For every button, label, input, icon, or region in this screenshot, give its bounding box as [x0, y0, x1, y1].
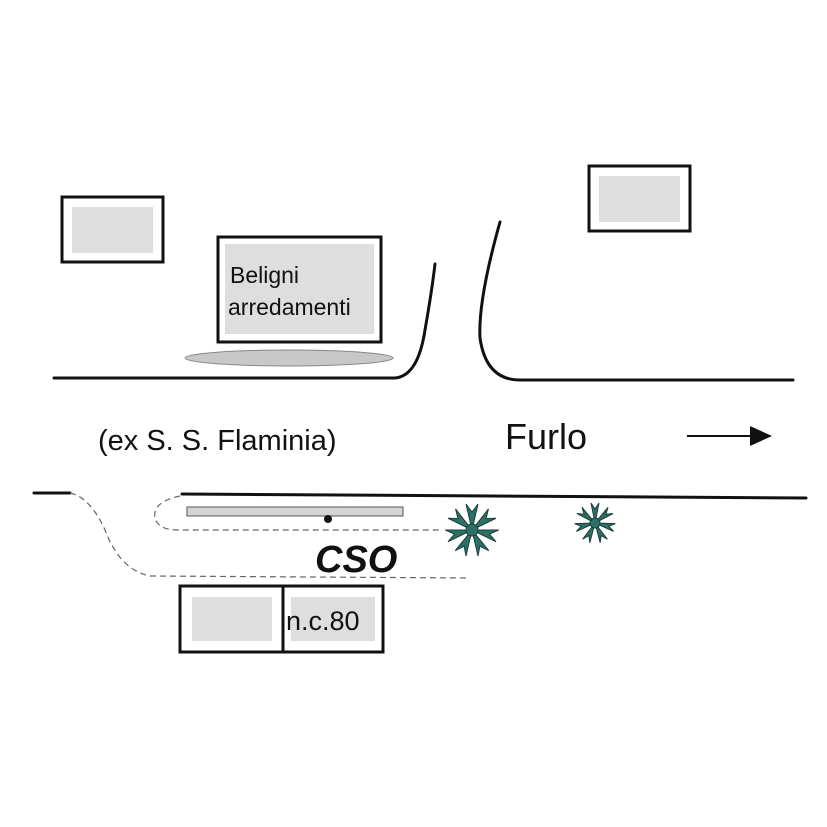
dashed-pipe-route — [69, 492, 471, 579]
road-edge-north-west — [52, 262, 437, 380]
direction-label: Furlo — [505, 416, 587, 457]
building-label-line2: arredamenti — [228, 294, 351, 320]
house-number-label: n.c.80 — [286, 606, 360, 636]
building-nc80: n.c.80 — [281, 584, 385, 654]
road-edge-north-east — [478, 220, 795, 382]
building-top-right — [587, 164, 692, 233]
arrow-right-icon — [687, 426, 772, 446]
building-bottom-left — [178, 584, 285, 654]
cso-label: CSO — [315, 539, 397, 581]
road-edge-south — [180, 492, 808, 500]
tree-icon — [445, 503, 499, 557]
road-name-label: (ex S. S. Flaminia) — [98, 425, 337, 457]
parking-area — [184, 349, 394, 367]
outfall-point-icon — [324, 515, 332, 523]
building-label-line1: Beligni — [230, 262, 299, 288]
dashed-sidewalk-outline — [154, 495, 440, 531]
building-top-left — [60, 195, 165, 264]
building-beligni-arredamenti: Beligni arredamenti — [216, 235, 383, 344]
sidewalk-strip — [186, 506, 404, 517]
tree-icon — [574, 502, 616, 543]
